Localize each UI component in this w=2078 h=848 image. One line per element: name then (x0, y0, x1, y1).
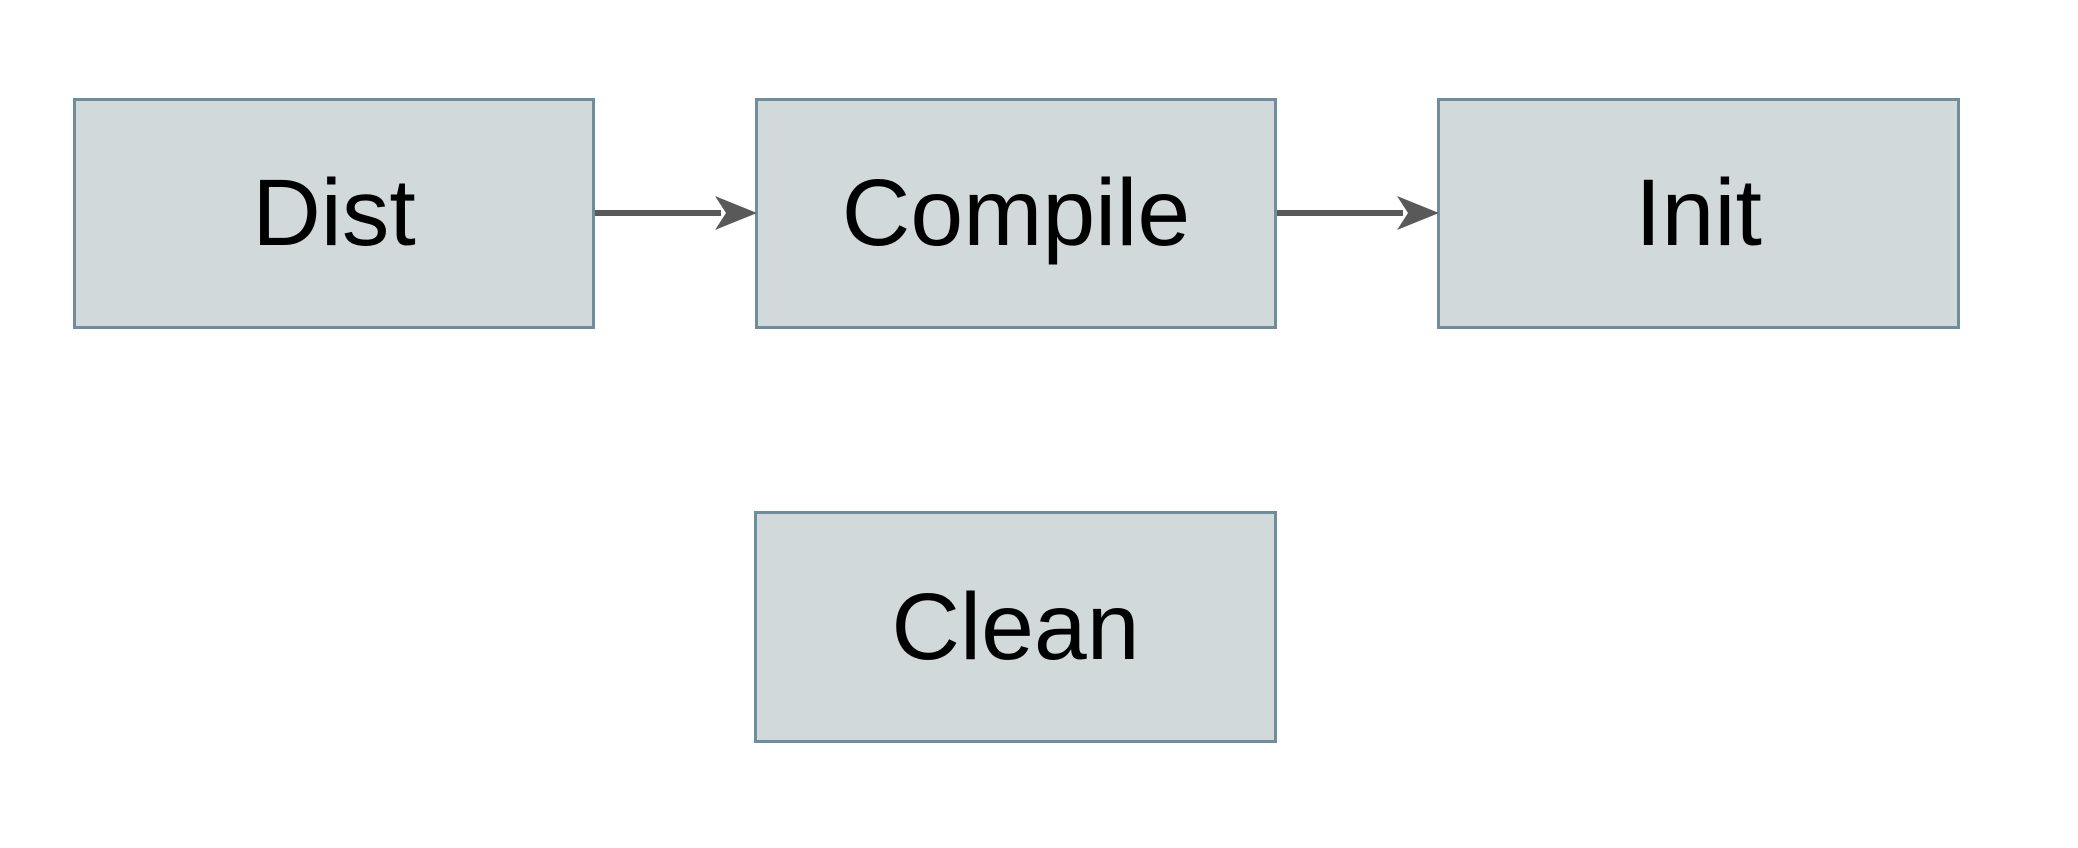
node-clean-label: Clean (891, 573, 1140, 680)
node-clean[interactable]: Clean (754, 511, 1277, 743)
node-dist[interactable]: Dist (73, 98, 595, 329)
arrowhead-icon (715, 196, 757, 230)
edge-compile-to-init[interactable] (1277, 188, 1439, 238)
node-dist-label: Dist (252, 160, 416, 266)
node-init-label: Init (1635, 160, 1762, 266)
node-compile-label: Compile (841, 160, 1191, 266)
arrowhead-icon (1397, 196, 1439, 230)
edge-dist-to-compile[interactable] (595, 188, 757, 238)
node-compile[interactable]: Compile (755, 98, 1277, 329)
node-init[interactable]: Init (1437, 98, 1960, 329)
